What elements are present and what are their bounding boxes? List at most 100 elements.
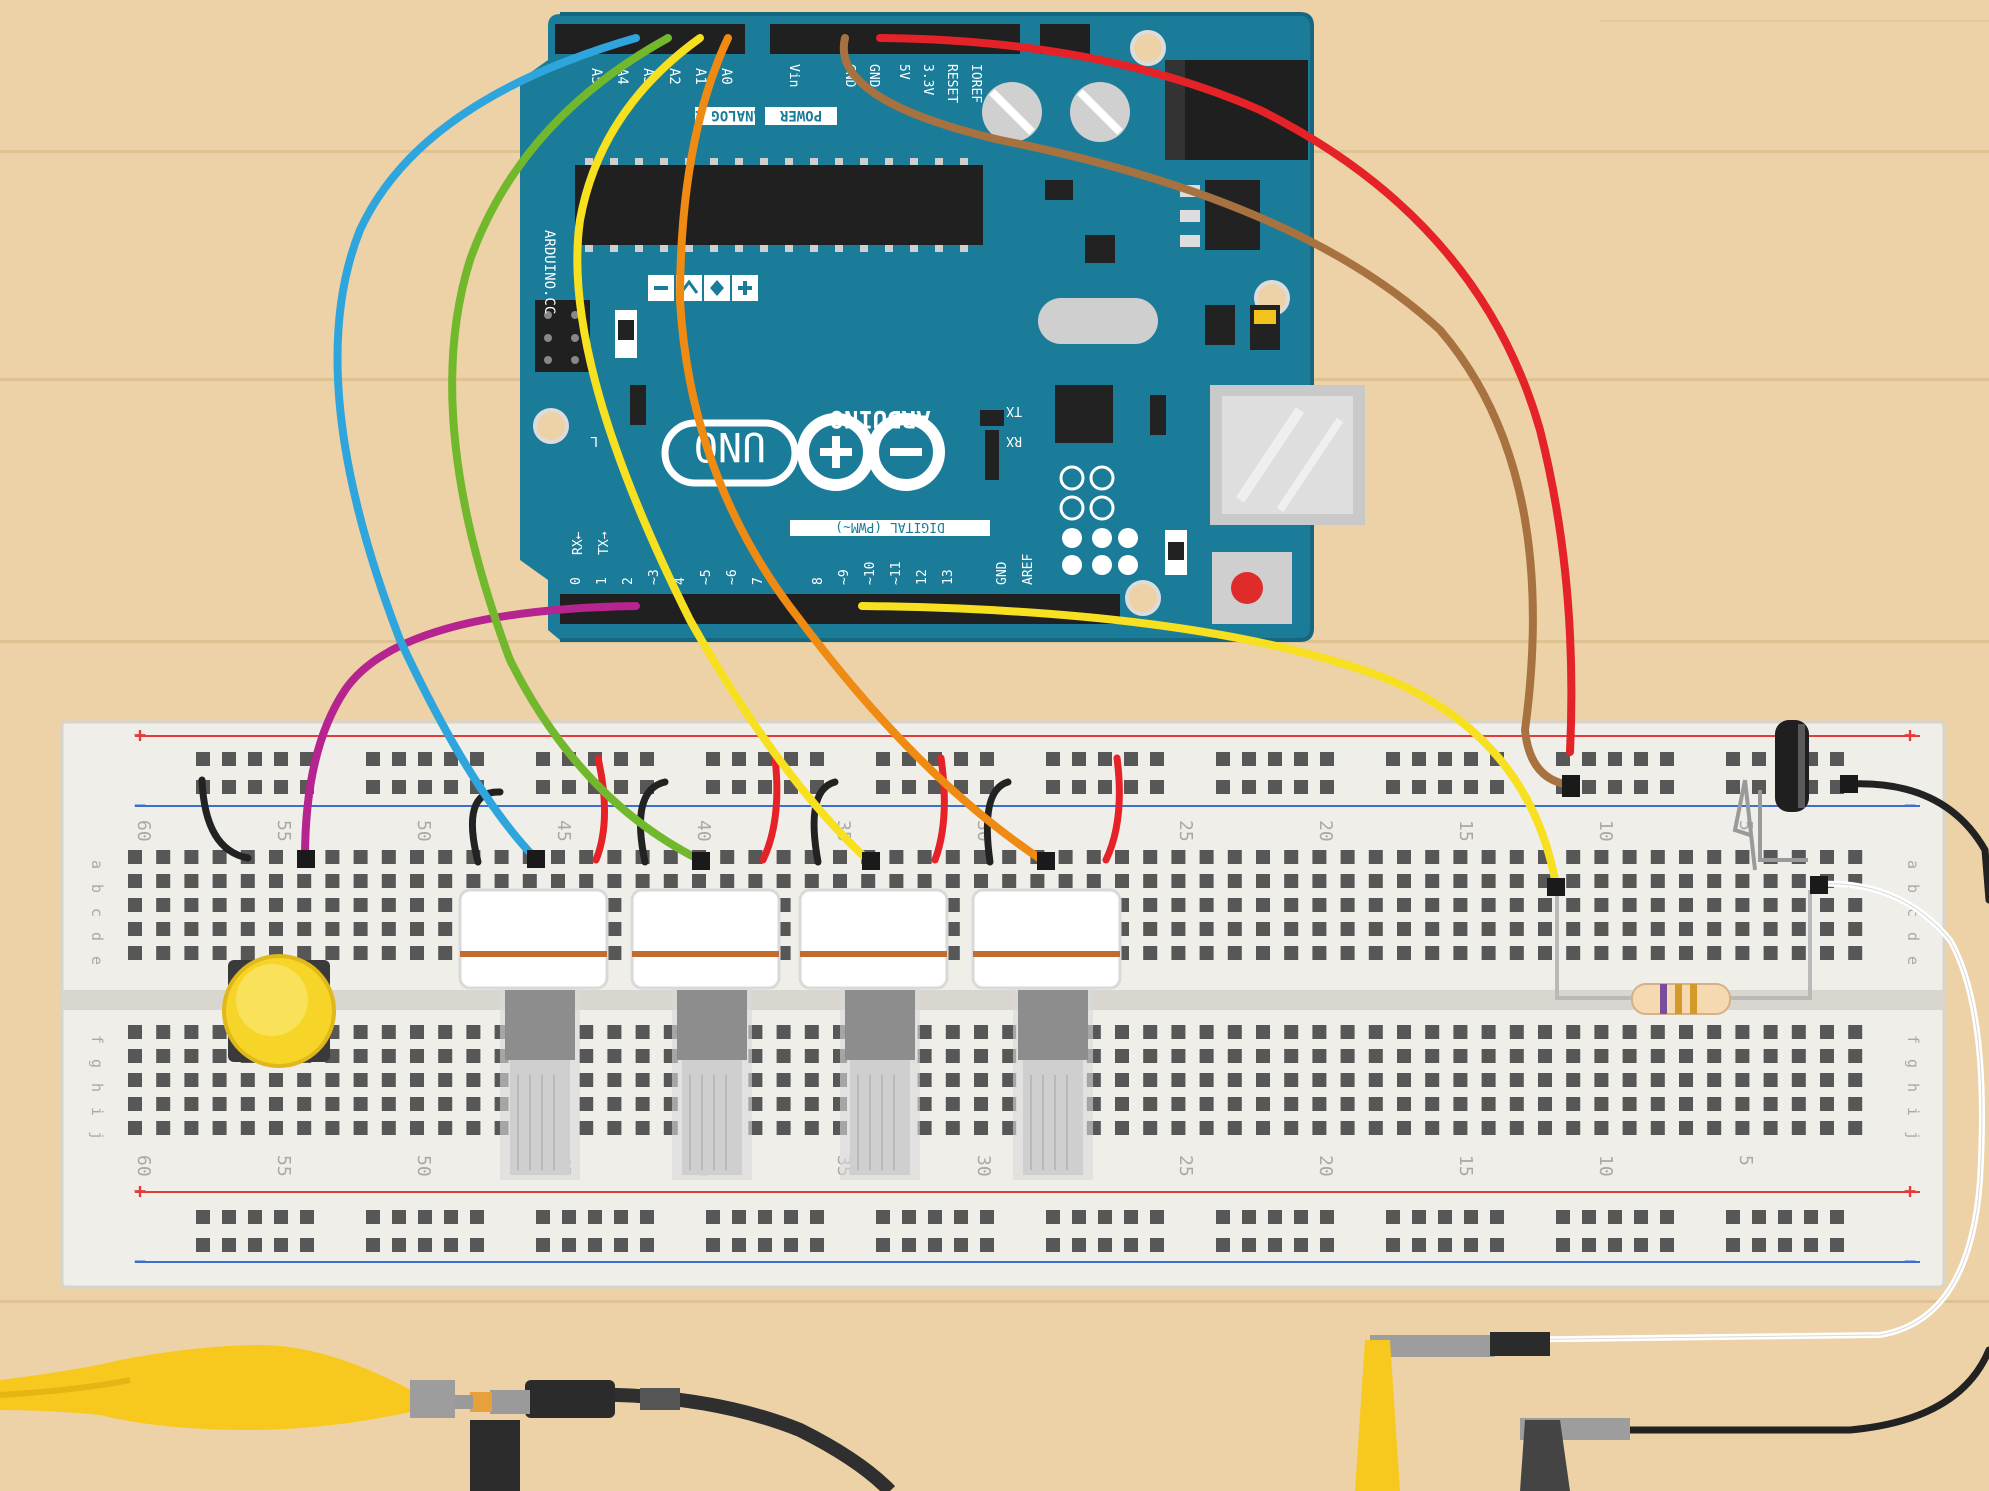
breadboard-hole bbox=[392, 1210, 406, 1224]
breadboard-hole bbox=[353, 1049, 368, 1063]
breadboard-hole bbox=[438, 850, 453, 864]
breadboard-hole bbox=[1115, 850, 1129, 864]
svg-text:2: 2 bbox=[621, 577, 636, 585]
breadboard-hole bbox=[804, 1073, 819, 1087]
breadboard-hole bbox=[1634, 780, 1648, 794]
breadboard-hole bbox=[438, 1025, 453, 1039]
breadboard-hole bbox=[889, 874, 904, 888]
digital-pin-labels: 0 1 2 ~3 4 ~5 ~6 7 8 ~9 ~10 ~11 12 13 GN… bbox=[569, 531, 1036, 585]
breadboard-hole bbox=[562, 1238, 576, 1252]
breadboard-hole bbox=[1150, 1238, 1164, 1252]
breadboard-hole bbox=[776, 1073, 791, 1087]
orange-wire bbox=[675, 34, 1049, 866]
arduino-logo-text: ARDUINO bbox=[829, 405, 930, 433]
breadboard-hole bbox=[1707, 874, 1722, 888]
breadboard-hole bbox=[1072, 780, 1086, 794]
breadboard-hole bbox=[1735, 898, 1750, 912]
svg-text:RX: RX bbox=[1006, 433, 1022, 448]
breadboard-hole bbox=[1622, 1049, 1637, 1063]
breadboard-hole bbox=[1397, 898, 1411, 912]
breadboard-hole bbox=[212, 850, 227, 864]
breadboard-hole bbox=[1312, 1025, 1327, 1039]
breadboard-hole bbox=[1256, 874, 1270, 888]
svg-text:e: e bbox=[1904, 956, 1922, 965]
breadboard-hole bbox=[1830, 1238, 1844, 1252]
breadboard-hole bbox=[1086, 874, 1101, 888]
breadboard-hole bbox=[128, 1049, 142, 1063]
wire-ends bbox=[297, 775, 1858, 896]
breadboard-hole bbox=[1622, 1073, 1637, 1087]
breadboard-hole bbox=[1115, 1121, 1129, 1135]
breadboard-hole bbox=[156, 1073, 171, 1087]
svg-text:Vin: Vin bbox=[786, 64, 801, 87]
breadboard-hole bbox=[1199, 1049, 1214, 1063]
breadboard-hole bbox=[607, 850, 622, 864]
breadboard-hole bbox=[1115, 874, 1129, 888]
breadboard-hole bbox=[1143, 1049, 1158, 1063]
svg-text:TX→: TX→ bbox=[597, 531, 612, 555]
breadboard-hole bbox=[1707, 1073, 1722, 1087]
breadboard-hole bbox=[1830, 1210, 1844, 1224]
breadboard-hole bbox=[297, 874, 312, 888]
breadboard-hole bbox=[551, 874, 565, 888]
breadboard-hole bbox=[381, 1073, 396, 1087]
breadboard-hole bbox=[1804, 1238, 1818, 1252]
breadboard-hole bbox=[776, 874, 791, 888]
breadboard-hole bbox=[902, 780, 916, 794]
breadboard-hole bbox=[945, 874, 960, 888]
breadboard-hole bbox=[1098, 752, 1112, 766]
breadboard-hole bbox=[381, 850, 396, 864]
breadboard-hole bbox=[1566, 922, 1581, 936]
breadboard-hole bbox=[1412, 1210, 1426, 1224]
breadboard-hole bbox=[274, 752, 288, 766]
breadboard-hole bbox=[1368, 1049, 1383, 1063]
breadboard-hole bbox=[1650, 898, 1665, 912]
svg-text:55: 55 bbox=[273, 1155, 294, 1177]
breadboard-hole bbox=[381, 1049, 396, 1063]
breadboard-hole bbox=[1294, 1210, 1308, 1224]
breadboard-hole bbox=[1072, 1238, 1086, 1252]
svg-text:b: b bbox=[88, 884, 106, 893]
breadboard-hole bbox=[1058, 874, 1073, 888]
breadboard-hole bbox=[1679, 1121, 1693, 1135]
breadboard-hole bbox=[1820, 1025, 1834, 1039]
breadboard-hole bbox=[1002, 1121, 1017, 1135]
breadboard-hole bbox=[1650, 1073, 1665, 1087]
breadboard-hole bbox=[184, 898, 199, 912]
breadboard-hole bbox=[1679, 1049, 1693, 1063]
breadboard-hole bbox=[536, 1210, 550, 1224]
svg-text:i: i bbox=[88, 1107, 106, 1116]
breadboard-hole bbox=[1199, 1025, 1214, 1039]
breadboard-hole bbox=[1340, 1025, 1355, 1039]
breadboard-hole bbox=[1086, 850, 1101, 864]
breadboard-hole bbox=[614, 780, 628, 794]
breadboard-hole bbox=[1594, 1049, 1609, 1063]
rail-minus-label: − bbox=[134, 793, 146, 817]
breadboard-hole bbox=[300, 1238, 314, 1252]
rail-plus-label: + bbox=[134, 1179, 146, 1203]
svg-text:5V: 5V bbox=[896, 64, 911, 80]
breadboard-hole bbox=[1791, 1025, 1806, 1039]
breadboard-hole bbox=[1098, 780, 1112, 794]
breadboard-hole bbox=[928, 1238, 942, 1252]
breadboard-hole bbox=[974, 874, 988, 888]
breadboard-hole bbox=[1199, 850, 1214, 864]
breadboard-hole bbox=[410, 922, 424, 936]
breadboard-hole bbox=[1679, 1097, 1693, 1111]
breadboard-hole bbox=[861, 874, 876, 888]
breadboard-hole bbox=[635, 1097, 650, 1111]
breadboard-hole bbox=[1791, 874, 1806, 888]
breadboard-hole bbox=[1002, 1049, 1017, 1063]
rail-plus-label: + bbox=[134, 723, 146, 747]
breadboard-hole bbox=[1679, 874, 1693, 888]
svg-text:10: 10 bbox=[1595, 820, 1616, 842]
breadboard-hole bbox=[1425, 1097, 1440, 1111]
breadboard-hole bbox=[776, 1049, 791, 1063]
breadboard-hole bbox=[607, 1097, 622, 1111]
breadboard-hole bbox=[1386, 1238, 1400, 1252]
breadboard-hole bbox=[1115, 1025, 1129, 1039]
breadboard-hole bbox=[1778, 1210, 1792, 1224]
crocodile-clip-right-1 bbox=[1355, 1332, 1550, 1491]
breadboard-hole bbox=[297, 1121, 312, 1135]
breadboard-hole bbox=[1425, 1025, 1440, 1039]
